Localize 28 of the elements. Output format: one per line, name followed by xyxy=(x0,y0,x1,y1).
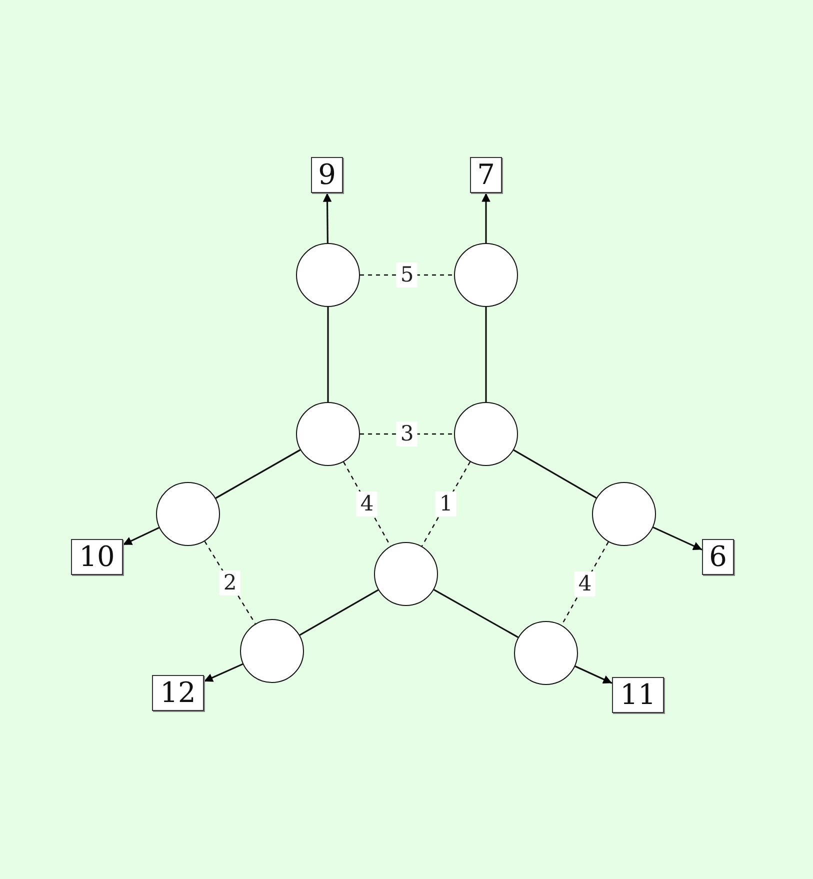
number-box: 9 xyxy=(311,157,343,193)
number-box: 11 xyxy=(612,677,664,713)
edge-label: 5 xyxy=(396,262,418,288)
arrow xyxy=(122,526,160,546)
circle-node xyxy=(156,482,220,546)
arrow xyxy=(204,663,244,682)
connector-line xyxy=(327,307,329,402)
connector-line xyxy=(299,589,379,636)
arrow xyxy=(482,193,490,243)
number-box: 10 xyxy=(71,539,123,575)
connector-line xyxy=(215,449,301,499)
arrow xyxy=(322,193,332,243)
circle-node xyxy=(374,542,438,606)
number-box: 12 xyxy=(152,675,204,711)
edge-label: 1 xyxy=(435,491,457,517)
connector-line xyxy=(485,307,487,402)
connector-line xyxy=(433,589,519,638)
edge-label: 4 xyxy=(356,491,378,517)
arrow xyxy=(574,666,612,684)
circle-node xyxy=(514,621,578,685)
number-box: 7 xyxy=(470,157,502,193)
edge-label: 4 xyxy=(574,570,596,596)
arrow xyxy=(652,526,702,550)
edge-label: 2 xyxy=(219,570,241,596)
edge-label: 3 xyxy=(396,421,418,447)
circle-node xyxy=(592,482,656,546)
number-box: 6 xyxy=(702,539,734,575)
connector-line xyxy=(513,449,597,499)
